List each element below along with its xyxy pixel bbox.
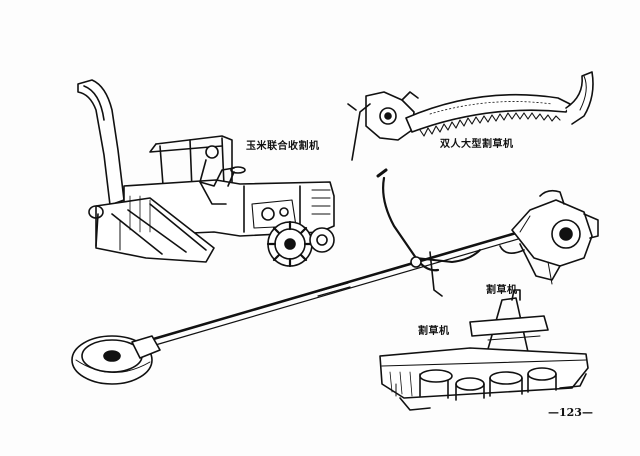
rotary-mower-drawing [379,289,589,411]
page-number: —123— [548,406,593,419]
corn-harvester-drawing [77,79,335,268]
label-rotary-mower: 割草机 [418,326,450,337]
two-person-mower-drawing [347,71,594,161]
label-corn-harvester: 玉米联合收割机 [246,141,320,152]
label-brush-cutter: 割草机 [486,285,518,296]
label-two-person-mower: 双人大型割草机 [440,139,514,150]
brush-cutter-drawing [71,168,599,385]
